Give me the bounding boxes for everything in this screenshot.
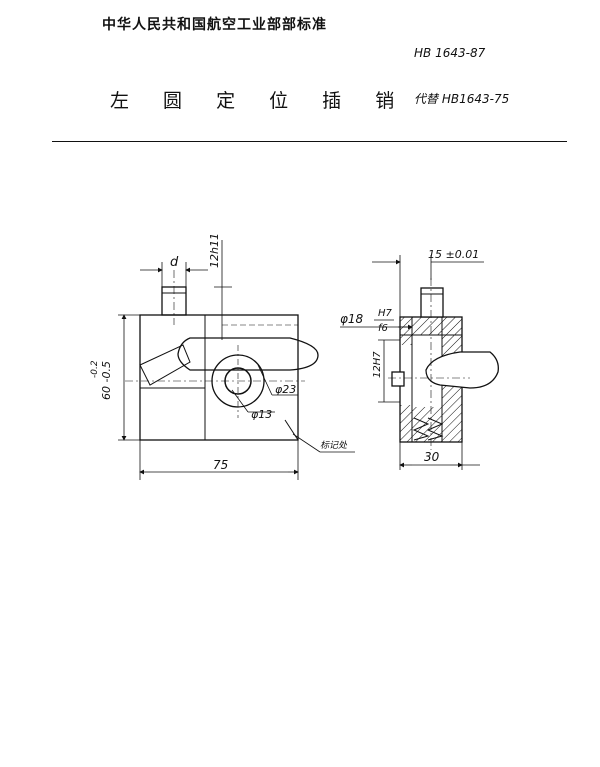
dim-offset-15: 15 ±0.01 xyxy=(428,248,479,261)
dim-height: 60 -0.5 xyxy=(100,361,113,400)
mark-location-label: 标记处 xyxy=(320,440,348,451)
front-handle-lever xyxy=(177,337,319,371)
dim-12h11: 12h11 xyxy=(208,233,221,268)
side-dimensions xyxy=(340,255,484,470)
document-title: 左 圆 定 位 插 销 xyxy=(110,90,409,112)
front-body-outline xyxy=(139,314,299,441)
issuing-organization: 中华人民共和国航空工业部部标准 xyxy=(102,17,327,33)
header-divider xyxy=(52,141,567,142)
dim-height-upper-tol: -0.2 xyxy=(90,360,100,378)
dim-width-75: 75 xyxy=(213,458,228,472)
front-dimensions xyxy=(118,240,355,480)
replaces-standard: 代替 HB1643-75 xyxy=(414,92,510,106)
dim-phi23: φ23 xyxy=(275,383,296,396)
dim-phi18: φ18 xyxy=(340,312,364,326)
side-view xyxy=(388,278,499,450)
side-top-pin xyxy=(420,287,444,318)
dim-fit-h7: H7 xyxy=(378,308,393,319)
dim-d: d xyxy=(170,255,179,270)
standard-number: HB 1643-87 xyxy=(414,46,486,60)
front-view xyxy=(125,270,319,441)
dim-width-30: 30 xyxy=(424,450,440,464)
dim-fit-f6: f6 xyxy=(378,323,388,334)
dim-phi13: φ13 xyxy=(251,408,272,421)
side-handle xyxy=(425,351,499,389)
dim-12h7: 12H7 xyxy=(372,351,383,378)
